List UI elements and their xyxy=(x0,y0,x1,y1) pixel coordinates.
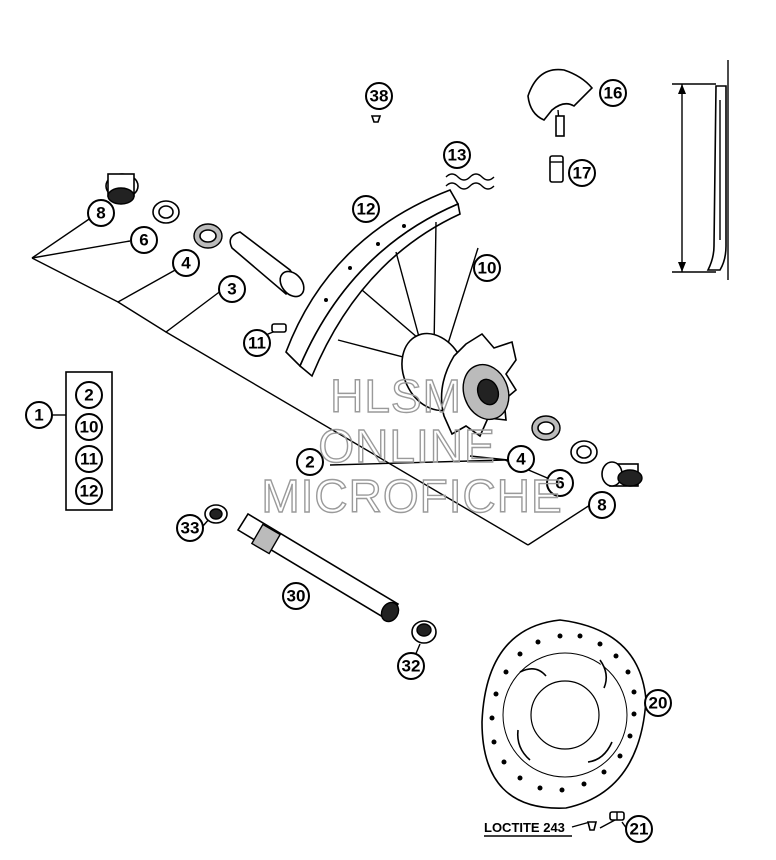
svg-text:12: 12 xyxy=(80,482,99,501)
watermark-line-1: HLSM xyxy=(330,370,462,422)
svg-text:2: 2 xyxy=(84,386,93,405)
svg-text:4: 4 xyxy=(181,254,191,273)
svg-text:30: 30 xyxy=(287,587,306,606)
part-4-bearing-right xyxy=(531,415,561,441)
part-21-disc-bolt xyxy=(586,811,625,831)
callout-8-left: 8 xyxy=(87,199,115,227)
svg-text:38: 38 xyxy=(370,87,389,106)
watermark: HLSM ONLINE MICROFICHE xyxy=(261,369,563,522)
svg-text:16: 16 xyxy=(604,84,623,103)
svg-text:32: 32 xyxy=(402,657,421,676)
svg-text:10: 10 xyxy=(478,259,497,278)
callout-8-right: 8 xyxy=(588,491,616,519)
svg-text:6: 6 xyxy=(555,474,564,493)
rim-profile-dimension xyxy=(672,60,729,280)
callout-1: 1 xyxy=(25,401,53,429)
callout-30: 30 xyxy=(282,582,310,610)
svg-text:20: 20 xyxy=(649,694,668,713)
part-8-spacer-left xyxy=(105,173,139,205)
part-30-wheel-axle xyxy=(236,512,400,623)
part-12-rim xyxy=(285,189,461,378)
callout-32: 32 xyxy=(397,652,425,680)
callout-6-left: 6 xyxy=(130,226,158,254)
callout-21: 21 xyxy=(625,815,653,843)
callout-33: 33 xyxy=(176,514,204,542)
part-13-rim-tape xyxy=(445,173,495,190)
callout-13: 13 xyxy=(443,141,471,169)
group-box-item-1 xyxy=(52,371,113,511)
svg-text:11: 11 xyxy=(248,334,266,353)
group-callout-10: 10 xyxy=(75,413,103,441)
part-10-spokes xyxy=(337,221,479,365)
svg-text:12: 12 xyxy=(357,200,376,219)
part-8-spacer-right xyxy=(601,461,643,487)
part-32-spacer xyxy=(411,620,437,644)
svg-text:21: 21 xyxy=(630,820,649,839)
loctite-note: LOCTITE 243 xyxy=(484,820,572,837)
loctite-label: LOCTITE 243 xyxy=(484,820,565,835)
part-33-axle-nut xyxy=(204,504,228,524)
svg-text:8: 8 xyxy=(597,496,606,515)
svg-text:1: 1 xyxy=(34,406,43,425)
svg-text:11: 11 xyxy=(80,450,98,469)
part-17-valve-insert xyxy=(549,155,564,183)
callout-17: 17 xyxy=(568,159,596,187)
callout-38: 38 xyxy=(365,82,393,110)
svg-text:3: 3 xyxy=(227,280,236,299)
callout-6-right: 6 xyxy=(546,469,574,497)
part-20-brake-disc xyxy=(481,619,647,809)
part-2-hub xyxy=(401,332,518,438)
svg-text:2: 2 xyxy=(305,453,314,472)
watermark-line-3: MICROFICHE xyxy=(261,470,562,522)
callout-4-left: 4 xyxy=(172,249,200,277)
part-6-seal-right xyxy=(570,440,598,464)
group-callout-2: 2 xyxy=(75,381,103,409)
svg-text:6: 6 xyxy=(139,231,148,250)
part-4-bearing-left xyxy=(193,223,223,249)
part-6-seal-left xyxy=(152,200,180,224)
part-16-rim-lock xyxy=(527,68,594,137)
group-callout-12: 12 xyxy=(75,477,103,505)
callout-10: 10 xyxy=(473,254,501,282)
callout-12: 12 xyxy=(352,195,380,223)
callout-11: 11 xyxy=(243,329,271,357)
callout-16: 16 xyxy=(599,79,627,107)
svg-text:17: 17 xyxy=(573,164,592,183)
part-38-screw xyxy=(370,115,382,123)
callouts: 38 16 17 13 8 6 4 3 12 10 11 1 2 10 11 1… xyxy=(25,79,672,843)
svg-text:8: 8 xyxy=(96,204,105,223)
callout-2: 2 xyxy=(296,448,324,476)
svg-text:10: 10 xyxy=(80,418,99,437)
svg-text:33: 33 xyxy=(181,519,200,538)
callout-4-right: 4 xyxy=(507,445,535,473)
callout-3: 3 xyxy=(218,275,246,303)
svg-text:4: 4 xyxy=(516,450,526,469)
callout-20: 20 xyxy=(644,689,672,717)
watermark-line-2: ONLINE xyxy=(318,420,495,472)
part-3-distance-sleeve xyxy=(229,231,305,298)
svg-text:13: 13 xyxy=(448,146,467,165)
group-callout-11: 11 xyxy=(75,445,103,473)
part-11-nipple xyxy=(271,323,287,333)
